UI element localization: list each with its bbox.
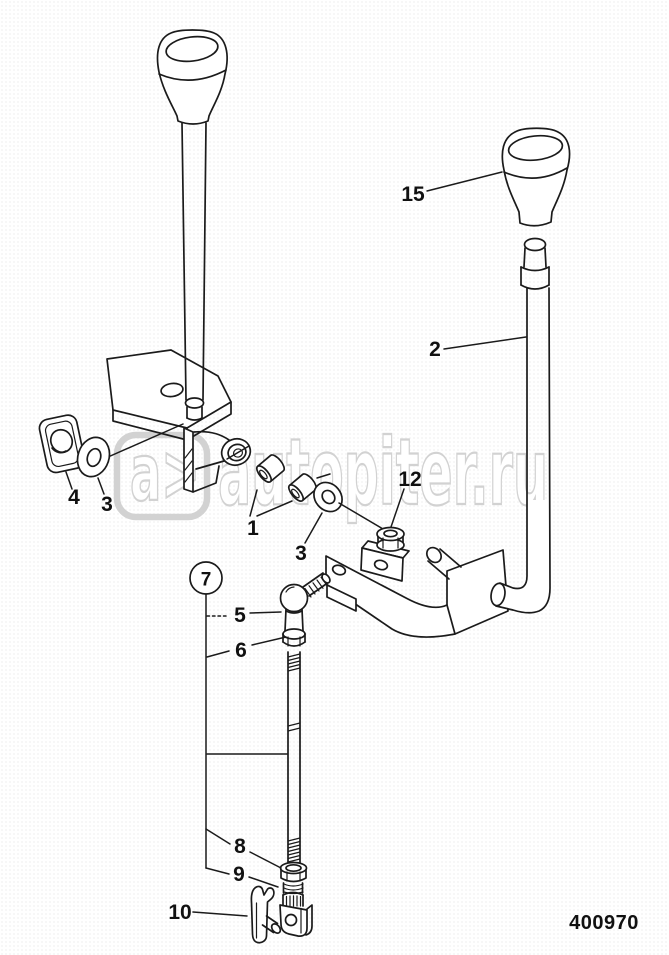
bracket-spacer-block — [326, 584, 357, 612]
callout-label-3-left: 3 — [101, 493, 113, 516]
callout-label-9: 9 — [233, 863, 245, 886]
callout-label-10: 10 — [168, 901, 191, 924]
lever-knob-left — [156, 29, 228, 125]
washer-right — [313, 481, 343, 513]
washer-left — [76, 436, 111, 478]
callout-label-8: 8 — [234, 835, 246, 858]
seal-plate-hole — [49, 428, 74, 454]
bushing-front — [255, 454, 286, 483]
callout-label-1: 1 — [247, 517, 259, 540]
lever-end-cap — [490, 582, 506, 607]
mounting-plate — [106, 349, 232, 441]
callout-label-12: 12 — [398, 468, 421, 491]
bracket-arm-hole — [331, 564, 347, 576]
bracket-pivot-pin — [425, 546, 462, 580]
ball-joint-stud — [302, 572, 331, 598]
bracket-tab-face — [360, 547, 404, 582]
callout-label-6: 6 — [235, 639, 247, 662]
retainer-clip — [250, 885, 282, 944]
lever-knob-right — [501, 127, 571, 227]
clevis-end — [279, 891, 313, 937]
callout-label-3-right: 3 — [295, 542, 307, 565]
threaded-link-rod — [287, 651, 301, 865]
rod-locknut — [279, 861, 308, 883]
leader-seal-to-housing — [98, 423, 184, 462]
drawing-number: 400970 — [569, 912, 639, 934]
lever-tip — [520, 237, 550, 290]
callout-link-assembly: 7 — [189, 561, 288, 888]
lever-shaft-left — [181, 122, 207, 421]
assembly-axis-lines — [226, 445, 384, 530]
clevis-thread-ring — [282, 882, 304, 895]
callout-labels: 15 2 12 4 3 1 3 5 6 8 9 10 — [65, 171, 527, 924]
pivot-nut — [376, 526, 405, 552]
ball-joint-nut — [282, 628, 306, 647]
callout-label-15: 15 — [401, 183, 425, 206]
callout-label-2: 2 — [429, 338, 441, 361]
pivot-tube-bore — [227, 443, 247, 462]
callout-label-4: 4 — [68, 486, 80, 509]
clevis-pin-hole — [284, 913, 298, 927]
watermark-logo-frame — [113, 431, 211, 521]
link-rod-assembly — [250, 572, 331, 944]
lower-bracket — [325, 540, 509, 638]
bracket-tab-hole — [373, 559, 389, 571]
callout-label-5: 5 — [234, 604, 246, 627]
plate-hole — [160, 382, 184, 398]
seal-plate — [38, 414, 86, 474]
gear-lever-left-assembly — [98, 29, 252, 493]
ball-joint — [279, 583, 309, 635]
gear-lever-right — [490, 127, 571, 614]
callout-label-7: 7 — [201, 570, 212, 591]
pivot-housing — [183, 427, 252, 493]
